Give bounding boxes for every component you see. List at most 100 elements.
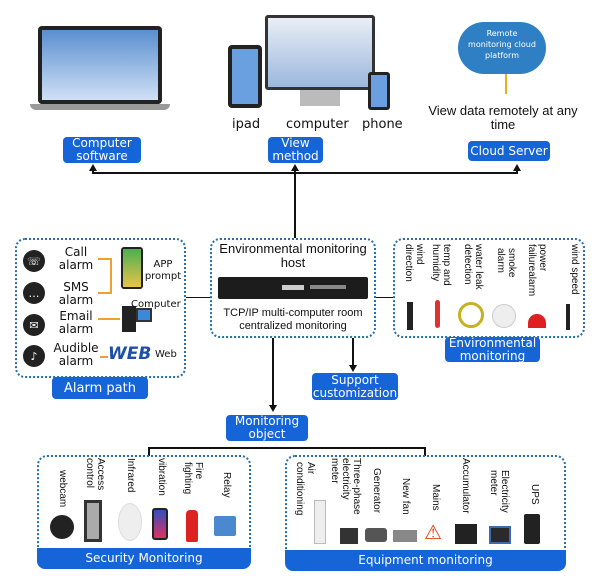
cloud-connector — [505, 74, 507, 94]
env-smoke-alarm: smoke alarm — [495, 248, 517, 278]
fan-icon — [393, 530, 417, 542]
sms-icon: … — [23, 282, 45, 304]
connector — [352, 338, 354, 366]
app-prompt-label: APP prompt — [144, 259, 182, 282]
webcam-icon — [50, 515, 74, 539]
computer-software-label: Computer software — [63, 137, 141, 163]
call-alarm: Call alarm — [58, 245, 94, 272]
eq-new-fan: New fan — [400, 478, 411, 515]
desktop-computer-image — [122, 306, 136, 332]
eq-ups: UPS — [529, 484, 540, 505]
monitoring-object-label: Monitoring object — [226, 415, 308, 441]
smoke-detector-icon — [492, 304, 516, 328]
electricity-meter-icon — [489, 526, 511, 544]
anemometer-icon — [566, 304, 570, 330]
cloud-caption: View data remotely at any time — [428, 103, 578, 132]
ups-icon — [524, 514, 540, 544]
sec-relay: Relay — [221, 472, 232, 498]
phone-caption: phone — [362, 117, 403, 132]
laptop-base — [30, 104, 170, 110]
eq-generator: Generator — [371, 468, 382, 514]
connector — [92, 170, 94, 174]
ipad-image — [228, 45, 262, 108]
desktop-monitor-image — [136, 308, 152, 322]
email-alarm: Email alarm — [58, 309, 94, 336]
eq-accumulator: Accumulator — [460, 458, 471, 514]
arrow-down-icon — [349, 365, 357, 372]
env-temp-humidity: temp and humidity — [430, 244, 452, 286]
arrow-up-icon — [291, 164, 299, 171]
security-monitoring-label: Security Monitoring — [37, 548, 251, 569]
alarm-line — [110, 258, 112, 294]
generator-icon — [365, 528, 387, 542]
mains-warning-icon: ⚠ — [424, 520, 442, 544]
monitor-stand — [300, 90, 340, 106]
host-device-image — [218, 277, 368, 299]
water-leak-sensor-icon — [458, 302, 484, 328]
relay-icon — [214, 516, 236, 536]
alarm-line — [98, 318, 120, 320]
phone-image — [368, 72, 390, 110]
arrow-up-icon — [89, 164, 97, 171]
connector — [148, 447, 150, 456]
host-caption: TCP/IP multi-computer room centralized m… — [223, 307, 363, 332]
arrow-down-icon — [269, 405, 277, 412]
connector — [376, 297, 393, 298]
environmental-monitoring-label: Environmental monitoring — [445, 336, 540, 362]
three-phase-meter-icon — [340, 528, 358, 544]
accumulator-icon — [455, 524, 477, 544]
sec-vibration: vibration — [156, 458, 167, 496]
air-conditioner-icon — [314, 500, 326, 544]
computer-caption: computer — [286, 117, 349, 132]
bell-icon: ♪ — [23, 345, 45, 367]
alarm-line — [98, 258, 112, 260]
vibration-phone-icon — [152, 508, 168, 540]
eq-mains: Mains — [430, 484, 441, 511]
view-method-label: View method — [268, 137, 323, 163]
support-customization-label: Support customization — [312, 372, 398, 400]
alarm-line — [100, 356, 108, 358]
eq-electricity-meter: Electricity meter — [488, 470, 510, 513]
env-water-leak: water leak detection — [462, 244, 484, 290]
alarm-path-label: Alarm path — [52, 377, 148, 399]
infrared-sensor-icon — [118, 503, 142, 541]
connector — [516, 170, 518, 174]
ipad-caption: ipad — [232, 117, 261, 132]
eq-air-conditioning: Air conditioning — [294, 462, 316, 516]
connector — [148, 447, 426, 449]
thermometer-icon — [435, 300, 440, 328]
eq-three-phase-meter: Three-phase electricity meter — [329, 458, 362, 515]
audible-alarm: Audible alarm — [53, 341, 99, 368]
env-power-failure: power failurealarm — [526, 244, 548, 297]
phone-call-icon: ☏ — [23, 250, 45, 272]
cloud-icon: Remote monitoring cloud platform — [458, 22, 546, 74]
host-title: Environmental monitoring host — [219, 241, 367, 270]
laptop-image — [38, 26, 162, 104]
connector — [272, 338, 274, 406]
wind-vane-icon — [407, 302, 413, 330]
env-wind-direction: wind direction — [403, 244, 425, 282]
sec-fire-fighting: Fire fighting — [182, 462, 204, 495]
connector — [92, 172, 518, 174]
connector — [294, 170, 296, 238]
connector — [186, 297, 210, 298]
access-door-icon — [84, 500, 102, 542]
cloud-server-label: Cloud Server — [468, 141, 550, 161]
arrow-up-icon — [513, 164, 521, 171]
sec-webcam: webcam — [57, 470, 68, 508]
alarm-line — [98, 292, 112, 294]
computer-target-label: Computer — [131, 299, 181, 310]
sec-access-control: Access control — [84, 458, 106, 491]
web-logo: WEB — [108, 344, 152, 364]
equipment-monitoring-label: Equipment monitoring — [285, 550, 566, 571]
env-wind-speed: wind speed — [569, 244, 580, 295]
email-icon: ✉ — [23, 314, 45, 336]
smartphone-image — [121, 247, 143, 289]
web-target-label: Web — [155, 349, 177, 360]
fire-extinguisher-icon — [186, 510, 198, 542]
connector — [424, 447, 426, 456]
alarm-light-icon — [528, 314, 546, 328]
monitor-image — [265, 15, 375, 90]
host-box — [210, 238, 376, 338]
sec-infrared: Infrared — [125, 458, 136, 493]
